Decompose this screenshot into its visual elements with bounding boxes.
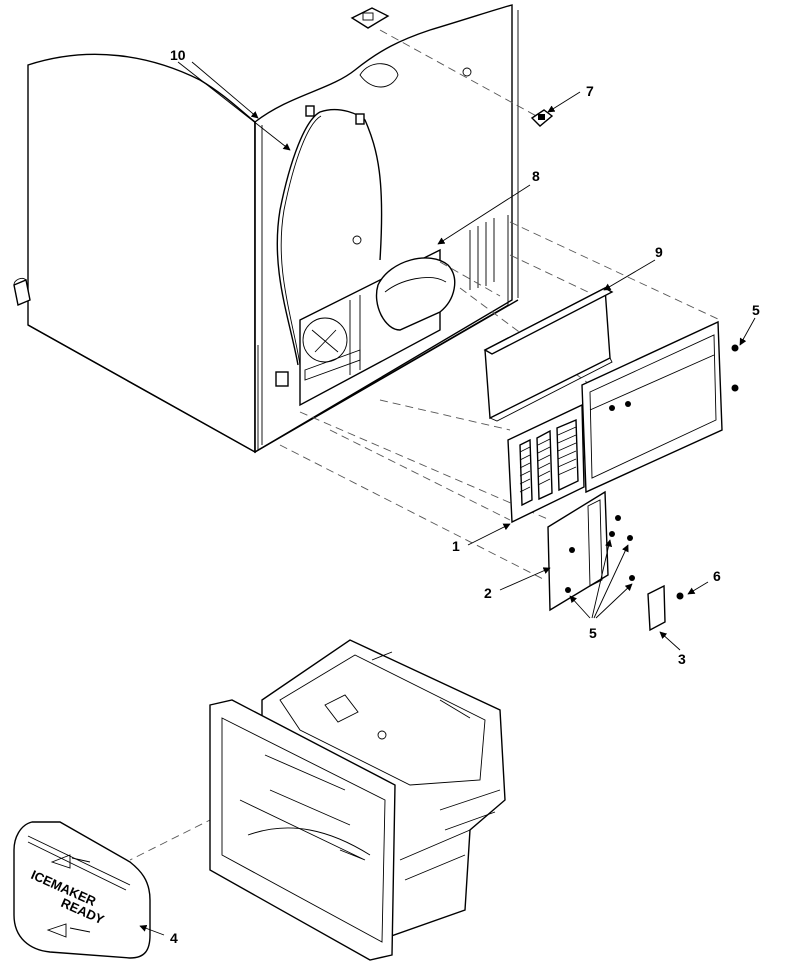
vent-grille bbox=[507, 403, 585, 524]
clip-part bbox=[647, 584, 684, 632]
icemaker-cover bbox=[13, 821, 151, 959]
access-panel bbox=[581, 320, 739, 494]
callout-9: 9 bbox=[655, 244, 663, 260]
callout-3: 3 bbox=[678, 651, 686, 667]
refrigerator-cabinet bbox=[13, 4, 519, 454]
callout-5-bottom: 5 bbox=[589, 625, 597, 641]
callout-6: 6 bbox=[713, 568, 721, 584]
icemaker-bin bbox=[209, 639, 506, 961]
callout-4: 4 bbox=[170, 930, 178, 946]
grommet-part bbox=[530, 109, 554, 127]
callout-2: 2 bbox=[484, 585, 492, 601]
callout-8: 8 bbox=[532, 168, 540, 184]
callout-7: 7 bbox=[586, 83, 594, 99]
callout-1: 1 bbox=[452, 538, 460, 554]
callout-10: 10 bbox=[170, 47, 186, 63]
callout-5-top: 5 bbox=[752, 302, 760, 318]
leader-lines bbox=[139, 61, 756, 936]
machine-compartment bbox=[257, 215, 509, 451]
insulation-block bbox=[483, 286, 614, 422]
wire-harness bbox=[275, 105, 383, 387]
mounting-bracket bbox=[547, 490, 635, 612]
